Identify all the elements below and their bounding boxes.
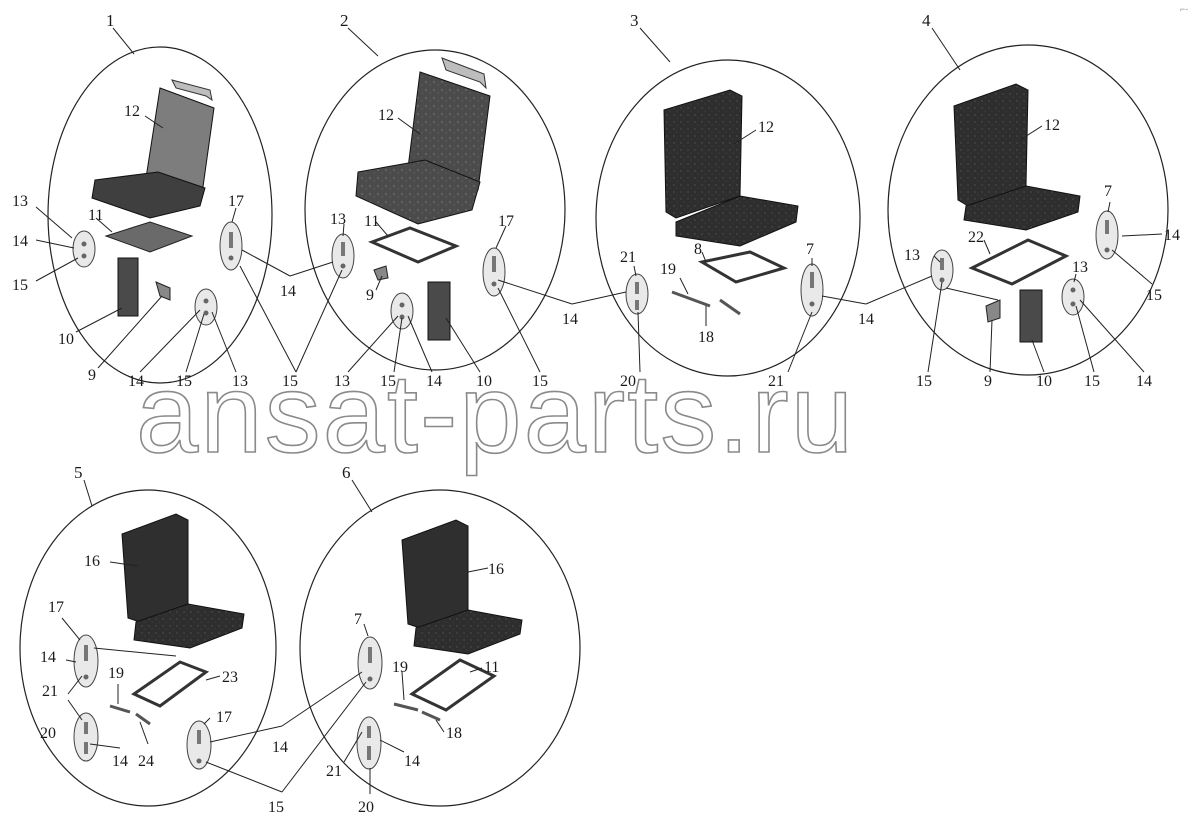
- callout-number: 15: [916, 373, 932, 390]
- callout-number: 13: [334, 373, 350, 390]
- callout-number: 7: [806, 241, 814, 258]
- callout-number: 12: [758, 119, 774, 136]
- callout-number: 15: [1146, 287, 1162, 304]
- watermark: ansat-parts.ru: [136, 351, 855, 476]
- callout-number: 15: [282, 373, 298, 390]
- callout-number: 12: [124, 103, 140, 120]
- assembly-1: 1 12 13 11 14: [12, 11, 273, 390]
- connector-lines-5-6: 14 15: [205, 671, 367, 816]
- callout-number: 14: [404, 753, 420, 770]
- callout-number: 20: [620, 373, 636, 390]
- callout-number: 21: [620, 249, 636, 266]
- callout-number: 14: [112, 753, 128, 770]
- callout-number: 10: [58, 331, 74, 348]
- callout-number: 13: [904, 247, 920, 264]
- callout-number: 9: [984, 373, 992, 390]
- connector-lines-2-3: 14: [497, 279, 627, 328]
- callout-number: 14: [562, 311, 578, 328]
- assembly-label: 6: [342, 463, 351, 482]
- callout-number: 7: [1104, 183, 1112, 200]
- callout-number: 7: [354, 611, 362, 628]
- callout-number: 19: [660, 261, 676, 278]
- callout-number: 14: [858, 311, 874, 328]
- callout-number: 19: [108, 665, 124, 682]
- callout-number: 21: [326, 763, 342, 780]
- assembly-3: 3 12 8 7 21 19 18 20 21: [595, 11, 861, 390]
- assembly-label: 3: [630, 11, 639, 30]
- callout-number: 11: [484, 659, 499, 676]
- callout-number: 14: [12, 233, 28, 250]
- callout-number: 15: [1084, 373, 1100, 390]
- callout-number: 10: [1036, 373, 1052, 390]
- seat: [663, 89, 799, 247]
- connector-lines-3-4: 14: [821, 275, 933, 328]
- callout-number: 14: [280, 283, 296, 300]
- callout-number: 21: [768, 373, 784, 390]
- callout-number: 22: [968, 229, 984, 246]
- callout-number: 14: [272, 739, 288, 756]
- callout-number: 15: [176, 373, 192, 390]
- callout-number: 15: [532, 373, 548, 390]
- callout-number: 23: [222, 669, 238, 686]
- callout-number: 14: [128, 373, 144, 390]
- callout-number: 13: [232, 373, 248, 390]
- callout-number: 14: [426, 373, 442, 390]
- seat: [953, 83, 1081, 231]
- seat: [91, 79, 215, 219]
- callout-number: 20: [358, 799, 374, 816]
- assembly-label: 4: [922, 11, 931, 30]
- callout-number: 14: [40, 649, 56, 666]
- assembly-5: 5 16 17 14 21 19 23 20 14 24 17: [19, 463, 277, 807]
- callout-number: 16: [488, 561, 504, 578]
- callout-number: 19: [392, 659, 408, 676]
- connector-lines-1-2: 14 15: [239, 249, 343, 390]
- corner-mark: ⌐-: [1180, 4, 1188, 14]
- callout-number: 16: [84, 553, 100, 570]
- callout-number: 13: [12, 193, 28, 210]
- callout-number: 14: [1136, 373, 1152, 390]
- callout-number: 14: [1164, 227, 1180, 244]
- callout-number: 9: [366, 287, 374, 304]
- callout-number: 17: [498, 213, 514, 230]
- callout-number: 21: [42, 683, 58, 700]
- callout-number: 13: [1072, 259, 1088, 276]
- callout-number: 12: [1044, 117, 1060, 134]
- callout-number: 9: [88, 367, 96, 384]
- assembly-2: 2 12 13 11 17 9 13 15 14 10 15: [304, 11, 566, 390]
- callout-number: 15: [268, 799, 284, 816]
- callout-number: 18: [698, 329, 714, 346]
- callout-number: 18: [446, 725, 462, 742]
- assembly-label: 5: [74, 463, 83, 482]
- callout-number: 20: [40, 725, 56, 742]
- callout-number: 11: [88, 207, 103, 224]
- callout-number: 15: [12, 277, 28, 294]
- callout-number: 17: [228, 193, 244, 210]
- callout-number: 8: [694, 241, 702, 258]
- callout-number: 15: [380, 373, 396, 390]
- seat: [355, 57, 491, 225]
- seat: [401, 519, 523, 655]
- assembly-4: 4 12 22 13 7 14 15 13 15 9: [887, 11, 1180, 390]
- callout-number: 17: [216, 709, 232, 726]
- assembly-6: 6 16 7 19 11 18 14 21 20: [299, 463, 581, 816]
- callout-number: 13: [330, 211, 346, 228]
- assembly-label: 1: [106, 11, 115, 30]
- callout-number: 24: [138, 753, 154, 770]
- callout-number: 12: [378, 107, 394, 124]
- callout-number: 17: [48, 599, 64, 616]
- callout-number: 11: [364, 213, 379, 230]
- assembly-label: 2: [340, 11, 349, 30]
- callout-number: 10: [476, 373, 492, 390]
- seat: [121, 513, 245, 649]
